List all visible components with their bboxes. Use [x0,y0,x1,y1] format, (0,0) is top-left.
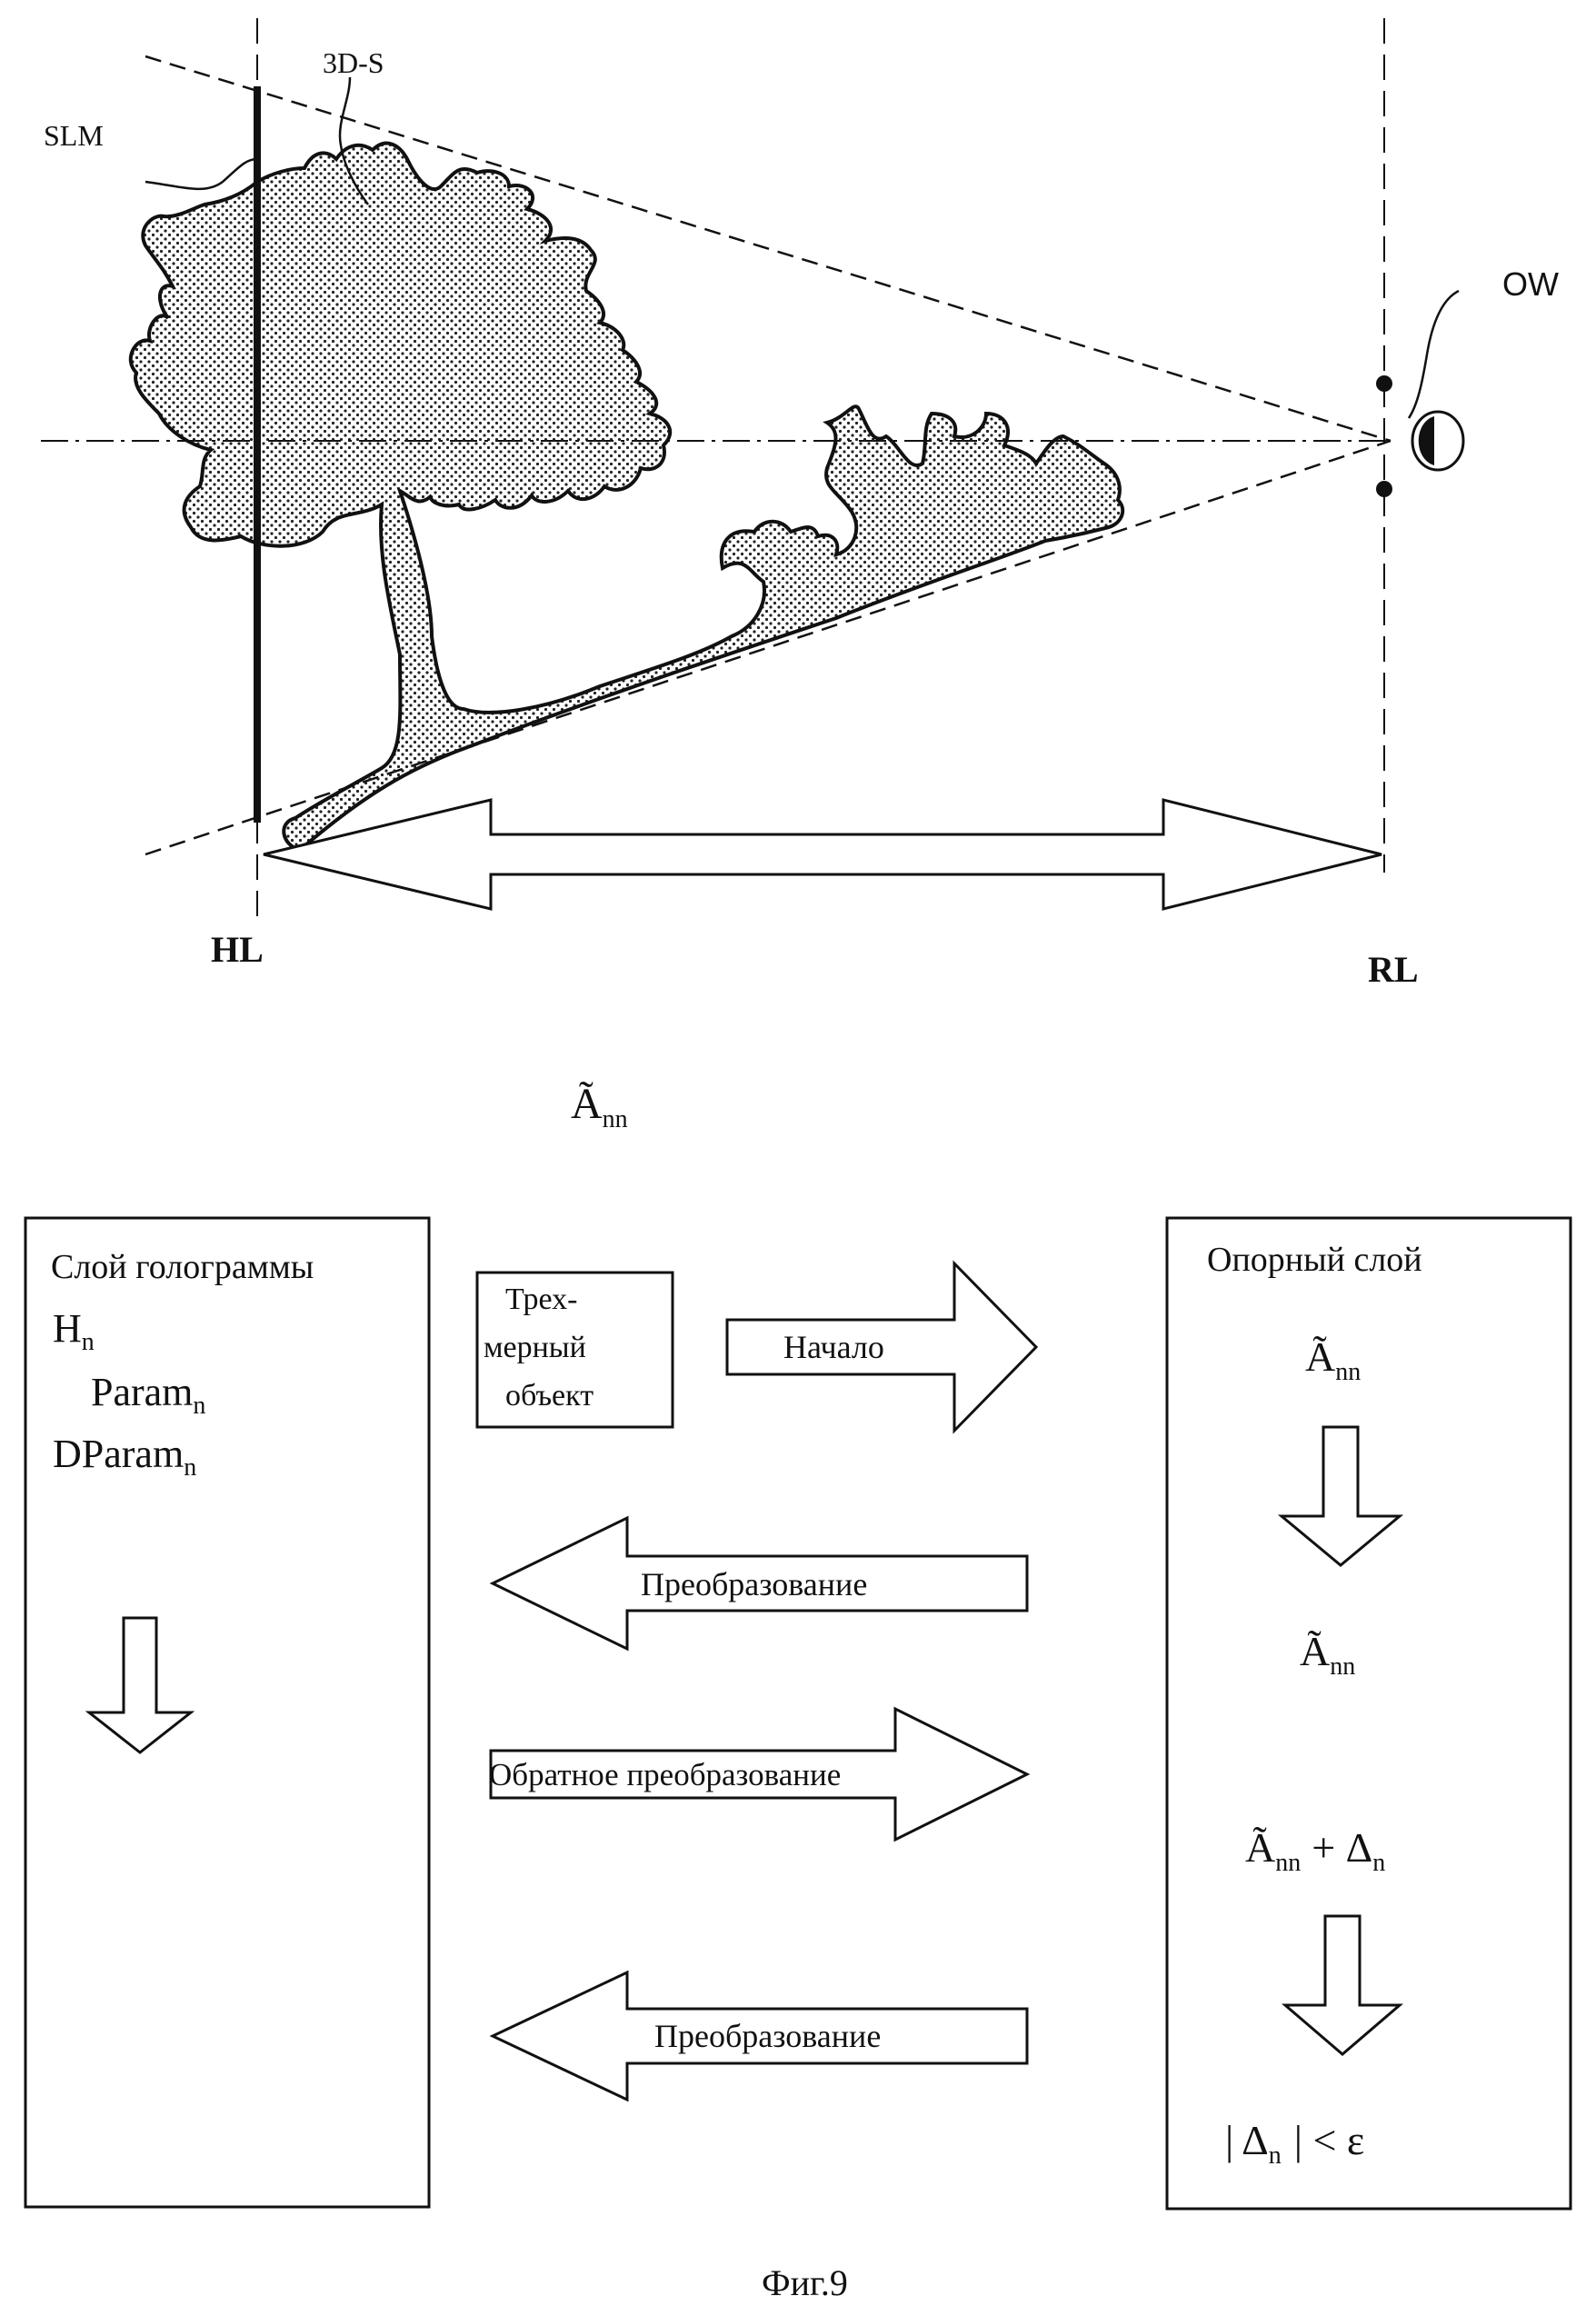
flow-diagram: Слой голограммы Hn Paramn DParamn Трех- … [25,1218,1571,2209]
ow-label: OW [1502,265,1559,303]
eye-icon [1412,412,1463,470]
figure-caption: Фиг.9 [762,2262,848,2303]
param-label: Paramn [91,1370,205,1420]
hn-label: Hn [53,1306,95,1356]
a-matrix-label: Ãnn [571,1080,628,1133]
tree-3d-scene [131,144,1122,850]
transform-label-2: Преобразование [654,2018,881,2054]
transform-label-1: Преобразование [641,1566,867,1602]
object-line-3: объект [505,1379,594,1413]
ow-lower-dot [1376,481,1392,497]
distance-double-arrow [264,800,1382,909]
ow-leader-line [1409,291,1459,418]
a-nn-2: Ãnn [1300,1628,1355,1681]
optical-setup: SLM 3D-S OW HL RL Ãnn [41,18,1559,1133]
hologram-layer-title: Слой голограммы [51,1248,314,1286]
slm-leader-line [145,159,257,189]
reference-layer-box [1167,1218,1571,2209]
hl-label: HL [211,929,264,970]
ow-upper-dot [1376,375,1392,392]
slm-label: SLM [44,119,104,152]
left-down-arrow [89,1618,191,1752]
hologram-layer-box [25,1218,429,2207]
object-line-1: Трех- [505,1283,577,1316]
start-label: Начало [783,1329,884,1365]
reference-layer-title: Опорный слой [1207,1241,1422,1279]
inverse-transform-label: Обратное преобразование [489,1757,841,1792]
sd-label: 3D-S [323,46,384,79]
a-nn-plus-delta: Ãnn+ Δn [1245,1824,1385,1877]
a-nn-1: Ãnn [1305,1333,1361,1386]
rl-label: RL [1368,949,1419,990]
dparam-label: DParamn [53,1432,196,1482]
right-down-arrow-1 [1282,1427,1400,1565]
convergence-condition: | Δn| < ε [1225,2117,1364,2170]
object-line-2: мерный [484,1331,586,1364]
right-down-arrow-2 [1285,1916,1400,2054]
